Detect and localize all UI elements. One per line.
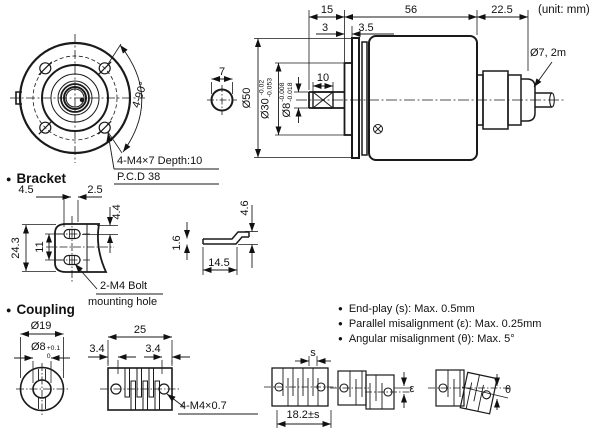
bracket-dim-4-6: 4.6 <box>238 200 251 216</box>
bracket-views <box>22 194 258 295</box>
bracket-hole-note-line1: 2-M4 Bolt <box>100 280 148 292</box>
bracket-dim-4-4: 4.4 <box>110 204 123 220</box>
bracket-dim-14-5: 14.5 <box>208 257 230 269</box>
dim-56-label: 56 <box>404 4 418 16</box>
unit-note: (unit: mm) <box>538 4 590 16</box>
coupling-screw-note: 4-M4×0.7 <box>180 400 227 412</box>
cable-spec-label: Ø7, 2m <box>530 47 567 59</box>
shaft-width-dim-label: 7 <box>218 66 226 78</box>
bracket-dim-2-5: 2.5 <box>87 184 103 196</box>
note-parallel-misalignment: Parallel misalignment (ε): Max. 0.25mm <box>338 318 542 330</box>
misalignment-diagrams <box>264 356 509 428</box>
dia-50-label: Ø50 <box>240 87 253 109</box>
dim-15-label: 15 <box>320 4 334 16</box>
dia-8-label: Ø8-0.008-0.018 <box>279 79 294 121</box>
dim-22-5-label: 22.5 <box>491 4 513 16</box>
coupling-dia-19: Ø19 <box>30 320 52 332</box>
bracket-dim-4-5: 4.5 <box>18 184 34 196</box>
bracket-hole-note-line2: mounting hole <box>88 296 158 308</box>
dia-8-tolerance: -0.008-0.018 <box>279 82 294 102</box>
coupling-dia-8-main: Ø8 <box>31 341 46 353</box>
coupling-section-label: Coupling <box>6 302 74 318</box>
coupling-dim-25: 25 <box>133 324 147 336</box>
coupling-views <box>14 331 258 415</box>
bracket-dim-1-6: 1.6 <box>170 235 183 251</box>
theta-label: θ <box>504 384 512 396</box>
note-end-play: End-play (s): Max. 0.5mm <box>338 303 475 315</box>
dim-3-label: 3 <box>321 22 329 34</box>
shaft-section-view <box>207 76 237 115</box>
dim-3-5-label: 3.5 <box>358 22 374 34</box>
end-play-s-label: s <box>310 347 316 359</box>
dia-8-main: Ø8 <box>280 102 293 118</box>
note-angular-misalignment: Angular misalignment (θ): Max. 5° <box>338 333 515 345</box>
epsilon-label: ε <box>409 383 415 395</box>
front-pcd-note: P.C.D 38 <box>117 171 161 183</box>
dia-30-tolerance: -0.02-0.053 <box>258 77 273 98</box>
front-screw-note: 4-M4×7 Depth:10 <box>117 155 203 167</box>
bracket-section-label: Bracket <box>6 171 66 187</box>
bracket-dim-24-3: 24.3 <box>9 237 22 259</box>
bracket-dim-11: 11 <box>33 241 46 253</box>
dia-30-label: Ø30-0.02-0.053 <box>258 75 274 123</box>
encoder-side-view <box>254 10 566 161</box>
coupling-dim-18-2: 18.2±s <box>286 409 320 421</box>
coupling-dim-3-4-left: 3.4 <box>89 343 105 355</box>
encoder-front-view <box>10 34 219 185</box>
dim-10-label: 10 <box>316 72 330 84</box>
coupling-dim-3-4-right: 3.4 <box>145 343 161 355</box>
dia-30-main: Ø30 <box>259 98 272 120</box>
